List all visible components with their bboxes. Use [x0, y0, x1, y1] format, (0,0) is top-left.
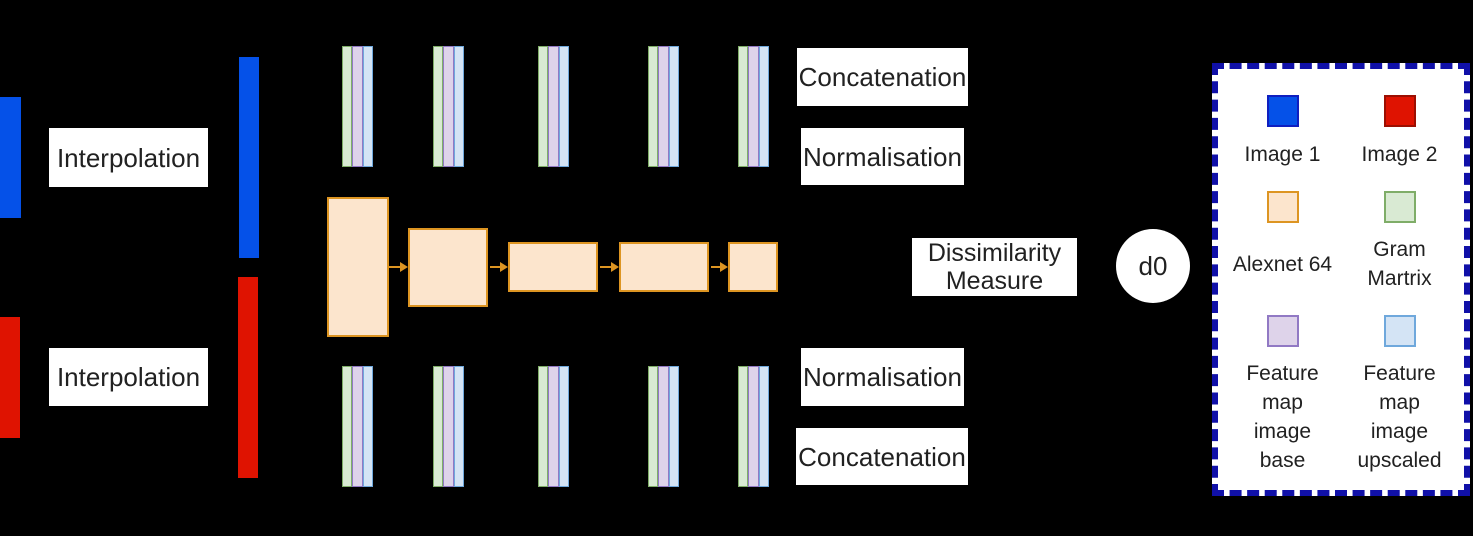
feature-map-upscaled-stripe [668, 366, 679, 487]
flow-arrow-line [711, 266, 720, 268]
alexnet-block-2 [408, 228, 488, 307]
normalisation-label-bottom: Normalisation [801, 348, 964, 406]
feature-stack-bottom-5 [738, 366, 769, 487]
flow-arrow-line [600, 266, 611, 268]
concatenation-label-top: Concatenation [797, 48, 968, 106]
feature-map-base-stripe [352, 366, 363, 487]
feature-map-base-swatch [1266, 315, 1299, 347]
d0-output-circle: d0 [1116, 229, 1190, 303]
feature-stack-top-5 [738, 46, 769, 167]
feature-stack-bottom-1 [342, 366, 373, 487]
feature-stack-top-1 [342, 46, 373, 167]
gram-matrix-stripe [433, 366, 444, 487]
feature-stack-top-3 [538, 46, 569, 167]
concatenation-label-bottom: Concatenation [796, 428, 968, 485]
feature-map-base-stripe [658, 46, 669, 167]
interpolation-label-bottom: Interpolation [49, 348, 208, 406]
feature-stack-top-2 [433, 46, 464, 167]
legend-box: Image 1 Image 2 Alexnet 64 Gram Martrix … [1212, 63, 1470, 496]
feature-map-base-stripe [548, 366, 559, 487]
flow-arrow-line [490, 266, 500, 268]
flow-arrow-head [400, 262, 408, 272]
flow-arrow-head [500, 262, 508, 272]
feature-map-upscaled-stripe [758, 366, 769, 487]
feature-map-upscaled-stripe [758, 46, 769, 167]
feature-map-upscaled-stripe [453, 46, 464, 167]
feature-map-base-stripe [443, 46, 454, 167]
image1-swatch [1266, 95, 1299, 127]
flow-arrow-line [389, 266, 400, 268]
image1-input-bar [0, 97, 21, 218]
dissimilarity-measure-label: Dissimilarity Measure [912, 238, 1077, 296]
legend-grid: Image 1 Image 2 Alexnet 64 Gram Martrix … [1218, 69, 1464, 481]
legend-item-feature-map-base: Feature map image base [1224, 315, 1341, 475]
flow-arrow-head [611, 262, 619, 272]
legend-item-alexnet-64: Alexnet 64 [1224, 191, 1341, 293]
feature-map-upscaled-stripe [668, 46, 679, 167]
feature-map-upscaled-stripe [558, 46, 569, 167]
alexnet-block-5 [728, 242, 778, 292]
legend-label: Feature map image upscaled [1357, 362, 1442, 472]
legend-label: Alexnet 64 [1232, 252, 1333, 276]
gram-matrix-stripe [738, 46, 749, 167]
legend-label: Gram Martrix [1367, 238, 1432, 290]
flow-arrow-head [720, 262, 728, 272]
alexnet-block-3 [508, 242, 598, 292]
alexnet-block-4 [619, 242, 709, 292]
feature-map-base-stripe [748, 46, 759, 167]
gram-matrix-stripe [342, 366, 353, 487]
feature-stack-bottom-2 [433, 366, 464, 487]
feature-map-base-stripe [658, 366, 669, 487]
gram-matrix-stripe [342, 46, 353, 167]
feature-map-upscaled-stripe [453, 366, 464, 487]
legend-item-image-2: Image 2 [1341, 95, 1458, 169]
legend-label: Image 1 [1244, 142, 1321, 166]
image2-interpolated-bar [238, 277, 258, 478]
normalisation-label-top: Normalisation [801, 128, 964, 185]
legend-item-gram-matrix: Gram Martrix [1341, 191, 1458, 293]
feature-map-base-stripe [748, 366, 759, 487]
feature-map-base-stripe [443, 366, 454, 487]
legend-item-feature-map-upscaled: Feature map image upscaled [1341, 315, 1458, 475]
feature-map-upscaled-stripe [558, 366, 569, 487]
legend-item-image-1: Image 1 [1224, 95, 1341, 169]
alexnet-swatch [1266, 191, 1299, 223]
gram-matrix-stripe [538, 46, 549, 167]
legend-label: Feature map image base [1246, 362, 1319, 472]
gram-matrix-stripe [648, 46, 659, 167]
feature-stack-bottom-3 [538, 366, 569, 487]
gram-matrix-swatch [1383, 191, 1416, 223]
feature-map-upscaled-swatch [1383, 315, 1416, 347]
feature-map-base-stripe [352, 46, 363, 167]
image2-swatch [1383, 95, 1416, 127]
gram-matrix-stripe [648, 366, 659, 487]
image1-interpolated-bar [239, 57, 259, 258]
feature-stack-bottom-4 [648, 366, 679, 487]
gram-matrix-stripe [538, 366, 549, 487]
alexnet-block-1 [327, 197, 389, 337]
feature-map-upscaled-stripe [362, 46, 373, 167]
image2-input-bar [0, 317, 20, 438]
feature-map-upscaled-stripe [362, 366, 373, 487]
feature-stack-top-4 [648, 46, 679, 167]
feature-map-base-stripe [548, 46, 559, 167]
gram-matrix-stripe [738, 366, 749, 487]
legend-label: Image 2 [1361, 142, 1438, 166]
interpolation-label-top: Interpolation [49, 128, 208, 187]
gram-matrix-stripe [433, 46, 444, 167]
